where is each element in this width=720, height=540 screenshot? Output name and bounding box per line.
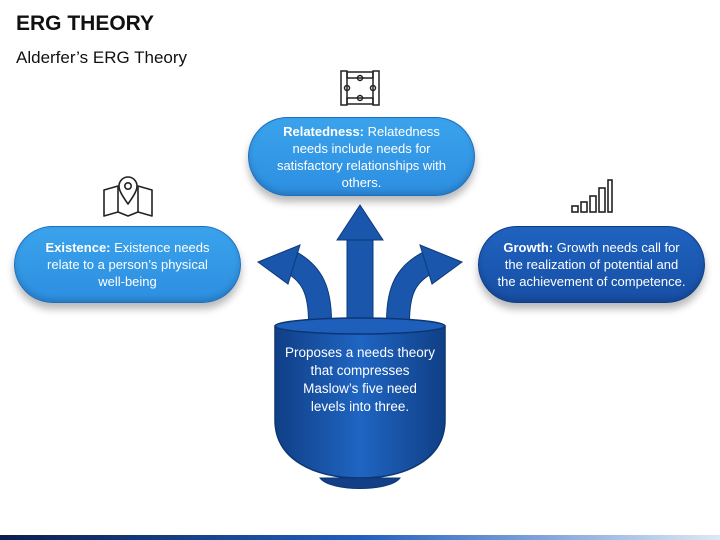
puzzle-pieces-icon: [340, 70, 380, 106]
growth-text: Growth needs call for the realization of…: [497, 240, 686, 289]
footer-bar: [0, 535, 720, 540]
growth-box: Growth: Growth needs call for the realiz…: [478, 226, 705, 303]
page-subtitle: Alderfer’s ERG Theory: [16, 48, 188, 67]
signal-bars-icon: [571, 179, 613, 213]
relatedness-box: Relatedness: Relatedness needs include n…: [248, 117, 475, 196]
relatedness-label: Relatedness:: [283, 123, 365, 139]
pot: [274, 317, 446, 489]
existence-text: Existence needs relate to a person’s phy…: [47, 240, 210, 289]
page-title: ERG THEORY: [16, 12, 155, 35]
arrow-up: [336, 204, 384, 325]
existence-label: Existence:: [45, 240, 111, 255]
arrow-right: [386, 244, 464, 323]
arrow-left: [256, 244, 332, 323]
existence-box: Existence: Existence needs relate to a p…: [14, 226, 241, 303]
center-text: Proposes a needs theory that compresses …: [284, 345, 436, 414]
growth-label: Growth:: [503, 240, 554, 255]
map-location-icon: [103, 176, 153, 217]
relatedness-text: Relatedness needs include needs for sati…: [276, 123, 447, 190]
